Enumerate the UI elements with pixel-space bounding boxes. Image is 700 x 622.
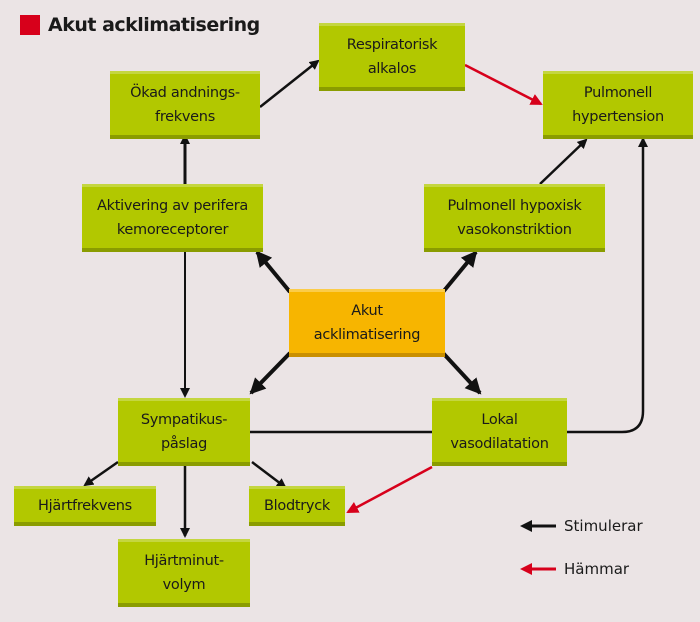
legend-hammar-label: Hämmar [564, 560, 630, 578]
node-akut-acklimatisering: Akut acklimatisering [289, 289, 445, 357]
title-marker [20, 15, 40, 35]
node-sympatikuspaslag: Sympatikus- påslag [118, 398, 250, 466]
edge-vasodilatation-hypertension [567, 137, 648, 434]
node-hjartminutvolym: Hjärtminut- volym [118, 539, 250, 607]
edge-center-kemoreceptorer [255, 250, 292, 294]
edge-vasokonstriktion-hypertension [539, 138, 588, 185]
node-okad-andningsfrekvens: Ökad andnings- frekvens [110, 71, 260, 139]
node-blodtryck: Blodtryck [249, 486, 345, 526]
node-lokal-vasodilatation: Lokal vasodilatation [432, 398, 567, 466]
title-text: Akut acklimatisering [48, 14, 260, 36]
edge-center-sympatikus [249, 351, 292, 395]
edge-center-vasodilatation [441, 351, 482, 395]
node-pulmonell-hypertension: Pulmonell hypertension [543, 71, 693, 139]
edge-vasodilatation-blodtryck [346, 465, 433, 514]
red-arrow-icon [520, 563, 556, 575]
diagram-title: Akut acklimatisering [20, 14, 260, 36]
node-hjartfrekvens: Hjärtfrekvens [14, 486, 156, 526]
edge-sympatikus-blodtryck [251, 461, 287, 489]
edge-center-vasokonstriktion [441, 250, 478, 294]
node-respiratorisk-alkalos: Respiratorisk alkalos [319, 23, 465, 91]
edge-okad-respiratorisk [259, 59, 320, 108]
legend-stimulerar-label: Stimulerar [564, 517, 643, 535]
legend-hammar: Hämmar [520, 560, 629, 578]
node-aktivering-kemoreceptorer: Aktivering av perifera kemoreceptorer [82, 184, 263, 252]
black-arrow-icon [520, 520, 556, 532]
edge-respiratorisk-hypertension [464, 63, 543, 106]
node-pulmonell-hypoxisk-vasokonstriktion: Pulmonell hypoxisk vasokonstriktion [424, 184, 605, 252]
legend-stimulerar: Stimulerar [520, 517, 643, 535]
edge-sympatikus-hjartfrekvens [83, 460, 119, 487]
